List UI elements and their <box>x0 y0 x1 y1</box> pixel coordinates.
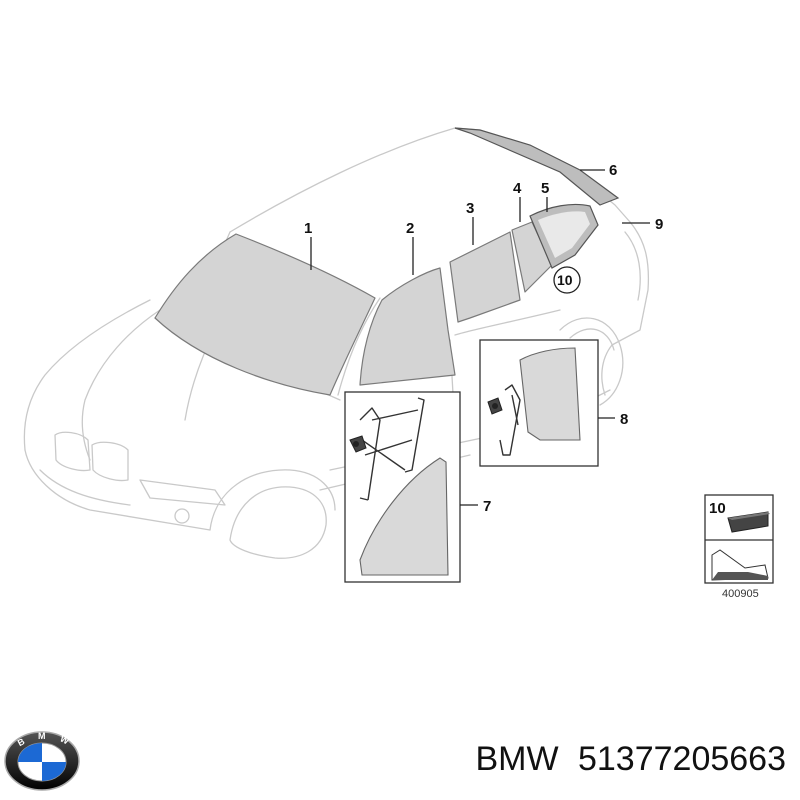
callout-10: 10 <box>553 266 581 294</box>
callout-9: 9 <box>622 216 663 233</box>
callout-6: 6 <box>580 162 617 179</box>
windshield <box>154 233 376 396</box>
svg-text:7: 7 <box>483 498 491 515</box>
svg-text:10: 10 <box>709 500 726 517</box>
svg-text:400905: 400905 <box>722 588 759 600</box>
svg-text:5: 5 <box>541 180 549 197</box>
svg-text:3: 3 <box>466 200 474 217</box>
rear-door-window <box>449 231 521 323</box>
callout-5: 5 <box>541 180 549 212</box>
footer-brand: BMW <box>475 740 559 778</box>
svg-text:4: 4 <box>513 180 522 197</box>
callout-1: 1 <box>304 220 312 270</box>
callout-2: 2 <box>406 220 414 275</box>
svg-text:B: B <box>16 736 27 748</box>
svg-text:M: M <box>38 731 46 741</box>
callout-4: 4 <box>513 180 522 222</box>
bmw-logo: B M W <box>4 731 80 791</box>
svg-text:2: 2 <box>406 220 414 237</box>
svg-text:10: 10 <box>557 272 573 288</box>
box-front-regulator: 7 <box>344 391 491 583</box>
front-door-window <box>359 267 456 386</box>
rear-window <box>454 127 620 206</box>
svg-text:8: 8 <box>620 411 628 428</box>
svg-text:6: 6 <box>609 162 617 179</box>
footer-part-label: BMW 51377205663 <box>475 740 786 779</box>
legend-box: 10 400905 <box>704 494 774 600</box>
front-door-glass <box>359 457 449 576</box>
callout-3: 3 <box>466 200 474 245</box>
svg-text:9: 9 <box>655 216 663 233</box>
box-rear-regulator: 8 <box>479 339 628 467</box>
rear-door-glass <box>519 347 581 441</box>
svg-text:1: 1 <box>304 220 312 237</box>
footer-part-number: 51377205663 <box>577 740 786 778</box>
